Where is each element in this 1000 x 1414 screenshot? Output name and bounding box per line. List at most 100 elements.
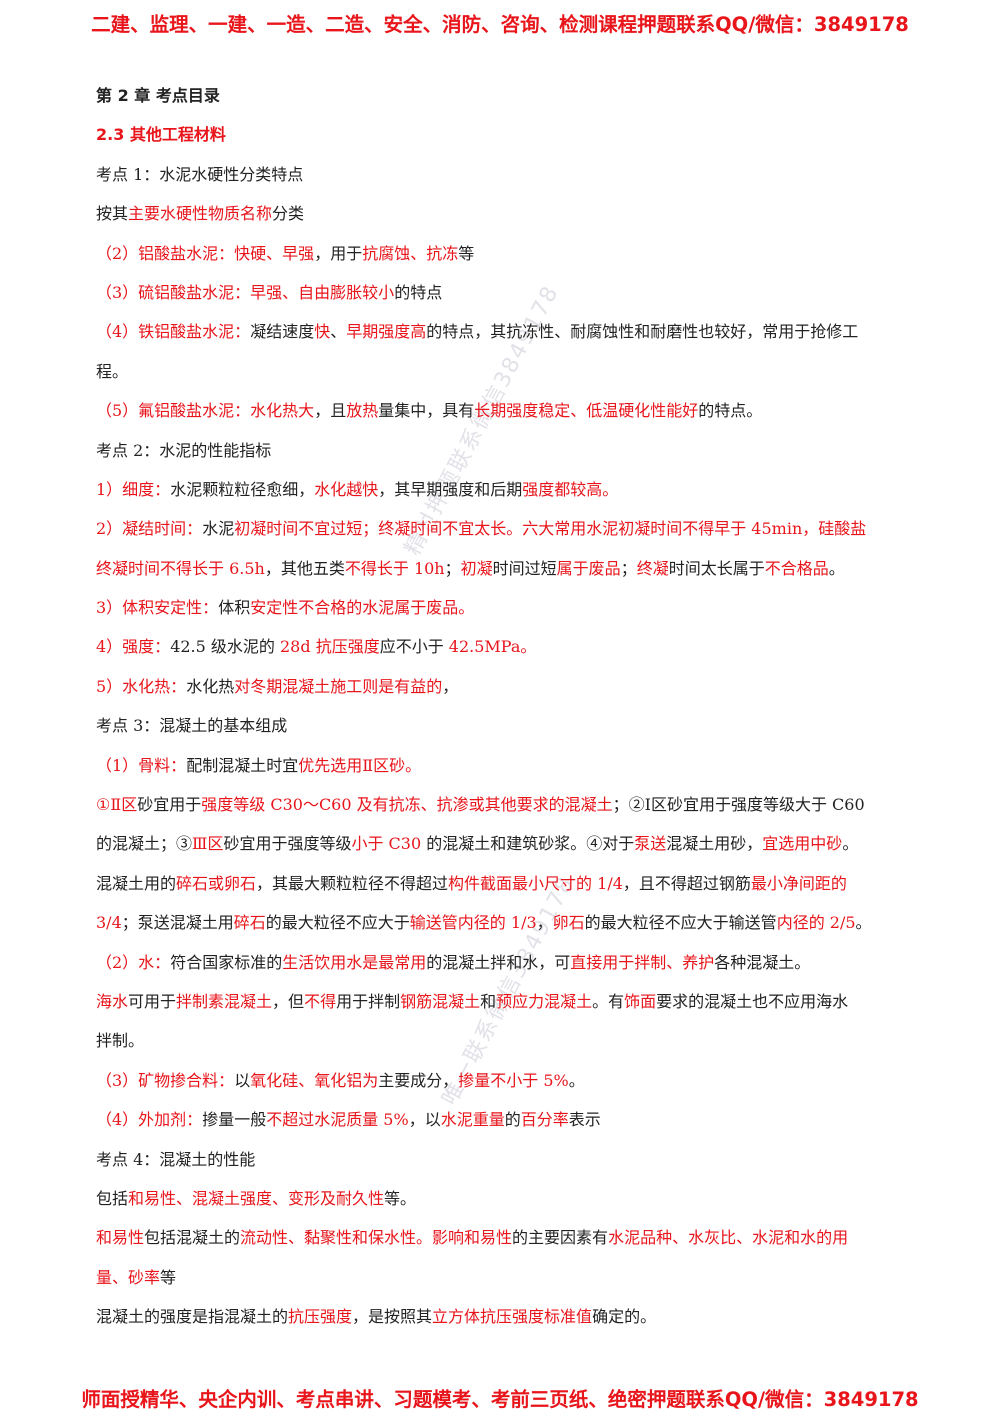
highlighted-text: 抗压强度 bbox=[288, 1307, 353, 1327]
text-segment: 等 bbox=[458, 243, 475, 263]
text-segment: 水化热 bbox=[186, 676, 235, 696]
text-segment: 以 bbox=[234, 1070, 251, 1090]
highlighted-text: 不超过水泥质量 5% bbox=[266, 1110, 409, 1130]
highlighted-text: 和易性 bbox=[96, 1228, 145, 1248]
highlighted-text: 流动性、黏聚性和保水性。影响和易性 bbox=[240, 1228, 513, 1248]
text-line: 混凝土的强度是指混凝土的抗压强度，是按照其立方体抗压强度标准值确定的。 bbox=[96, 1297, 936, 1336]
text-segment: ，但 bbox=[272, 991, 305, 1011]
text-segment: 包括混凝土的 bbox=[144, 1228, 241, 1248]
highlighted-text: 初凝 bbox=[460, 558, 493, 578]
text-segment: ，其他五类 bbox=[264, 558, 345, 578]
highlighted-text: 属于废品 bbox=[556, 558, 621, 578]
highlighted-text: 3/4 bbox=[96, 913, 122, 933]
text-segment: 第 2 章 考点目录 bbox=[96, 86, 220, 105]
text-segment: 时间过短 bbox=[492, 558, 557, 578]
highlighted-text: 终凝 bbox=[636, 558, 669, 578]
highlighted-text: （3）矿物掺合料： bbox=[96, 1070, 235, 1090]
highlighted-text: 2）凝结时间： bbox=[96, 519, 203, 539]
highlighted-text: 不合格品 bbox=[764, 558, 829, 578]
text-segment: ，用于 bbox=[314, 243, 363, 263]
highlighted-text: 内径的 2/5 bbox=[776, 913, 856, 933]
highlighted-text: 2.3 其他工程材料 bbox=[96, 125, 226, 145]
highlighted-text: 放热 bbox=[346, 401, 379, 421]
text-line: 和易性包括混凝土的流动性、黏聚性和保水性。影响和易性的主要因素有水泥品种、水灰比… bbox=[96, 1218, 936, 1257]
highlighted-text: 宜选用中砂 bbox=[762, 834, 843, 854]
text-segment: 的特点，其抗冻性、耐腐蚀性和耐磨性也较好，常用于抢修工 bbox=[426, 322, 859, 342]
highlighted-text: 快 bbox=[314, 322, 331, 342]
highlighted-text: 拌制素混凝土 bbox=[176, 991, 273, 1011]
text-segment: 考点 1：水泥水硬性分类特点 bbox=[96, 164, 304, 184]
highlighted-text: 抗腐蚀、抗冻 bbox=[362, 243, 459, 263]
highlighted-text: 强度都较高。 bbox=[522, 479, 619, 499]
text-line: 程。 bbox=[96, 352, 936, 391]
highlighted-text: 1）细度： bbox=[96, 479, 171, 499]
highlighted-text: 最小净间距的 bbox=[750, 873, 847, 893]
text-line: 包括和易性、混凝土强度、变形及耐久性等。 bbox=[96, 1179, 936, 1218]
text-segment: 的特点 bbox=[394, 282, 443, 302]
text-line: 混凝土用的碎石或卵石，其最大颗粒粒径不得超过构件截面最小尺寸的 1/4，且不得超… bbox=[96, 864, 936, 903]
text-segment: 水泥 bbox=[202, 519, 235, 539]
text-segment: ；②Ⅰ区砂宜用于强度等级大于 C60 bbox=[612, 795, 865, 815]
text-segment: 考点 2：水泥的性能指标 bbox=[96, 440, 272, 460]
chapter-heading: 第 2 章 考点目录 bbox=[96, 76, 936, 115]
text-line: 海水可用于拌制素混凝土，但不得用于拌制钢筋混凝土和预应力混凝土。有饰面要求的混凝… bbox=[96, 982, 936, 1021]
highlighted-text: 5）水化热： bbox=[96, 676, 187, 696]
text-segment: 用于拌制 bbox=[336, 991, 401, 1011]
highlighted-text: （3）硫铝酸盐水泥：早强、自由膨胀较小 bbox=[96, 282, 395, 302]
document-body: 第 2 章 考点目录 2.3 其他工程材料考点 1：水泥水硬性分类特点按其主要水硬… bbox=[96, 76, 936, 1337]
text-segment: 。有 bbox=[592, 991, 625, 1011]
text-segment: 和 bbox=[480, 991, 497, 1011]
text-segment: ，且不得超过钢筋 bbox=[622, 873, 751, 893]
highlighted-text: （2）铝酸盐水泥：快硬、早强 bbox=[96, 243, 315, 263]
highlighted-text: 掺量不小于 5% bbox=[458, 1070, 569, 1090]
text-segment: 等 bbox=[160, 1267, 177, 1287]
highlighted-text: 42.5MPa。 bbox=[448, 637, 537, 657]
text-line: ①Ⅱ区砂宜用于强度等级 C30～C60 及有抗冻、抗渗或其他要求的混凝土；②Ⅰ区… bbox=[96, 785, 936, 824]
text-segment: ，且 bbox=[314, 401, 347, 421]
highlighted-text: 终凝时间不得长于 6.5h bbox=[96, 558, 265, 578]
highlighted-text: （4）外加剂： bbox=[96, 1110, 203, 1130]
highlighted-text: 饰面 bbox=[624, 991, 657, 1011]
text-segment: 主要成分， bbox=[378, 1070, 459, 1090]
highlighted-text: 预应力混凝土 bbox=[496, 991, 593, 1011]
highlighted-text: 对冬期混凝土施工则是有益的 bbox=[234, 676, 443, 696]
text-segment: 。 bbox=[568, 1070, 585, 1090]
text-segment: 42.5 级水泥的 bbox=[170, 637, 280, 657]
section-heading: 2.3 其他工程材料 bbox=[96, 115, 936, 154]
text-segment: 拌制。 bbox=[96, 1031, 145, 1051]
highlighted-text: 构件截面最小尺寸的 1/4 bbox=[448, 873, 623, 893]
highlighted-text: （1）骨料： bbox=[96, 755, 187, 775]
highlighted-text: 优先选用Ⅱ区砂。 bbox=[298, 755, 422, 775]
highlighted-text: 28d 抗压强度 bbox=[280, 637, 380, 657]
highlighted-text: 水泥重量 bbox=[440, 1110, 505, 1130]
text-segment: 混凝土的强度是指混凝土的 bbox=[96, 1307, 289, 1327]
text-line: （2）铝酸盐水泥：快硬、早强，用于抗腐蚀、抗冻等 bbox=[96, 234, 936, 273]
text-segment: 的最大粒径不应大于输送管 bbox=[584, 913, 777, 933]
text-segment: 混凝土用的 bbox=[96, 873, 177, 893]
highlighted-text: 立方体抗压强度标准值 bbox=[432, 1307, 593, 1327]
text-line: 2）凝结时间：水泥初凝时间不宜过短；终凝时间不宜太长。六大常用水泥初凝时间不得早… bbox=[96, 509, 936, 548]
text-line: 按其主要水硬性物质名称分类 bbox=[96, 194, 936, 233]
text-segment: 时间太长属于 bbox=[668, 558, 765, 578]
header-banner: 二建、监理、一建、一造、二造、安全、消防、咨询、检测课程押题联系QQ/微信：38… bbox=[91, 13, 909, 36]
highlighted-text: 不得 bbox=[304, 991, 337, 1011]
text-segment: ， bbox=[442, 676, 459, 696]
text-segment: 。 bbox=[842, 834, 859, 854]
highlighted-text: 海水 bbox=[96, 991, 129, 1011]
text-line: 量、砂率等 bbox=[96, 1258, 936, 1297]
highlighted-text: （2）水： bbox=[96, 952, 171, 972]
highlighted-text: 碎石 bbox=[233, 913, 266, 933]
highlighted-text: 小于 C30 bbox=[351, 834, 422, 854]
highlighted-text: ①Ⅱ区 bbox=[96, 795, 138, 815]
text-segment: 砂宜用于 bbox=[137, 795, 202, 815]
highlighted-text: 早期强度高 bbox=[346, 322, 427, 342]
text-segment: 符合国家标准的 bbox=[170, 952, 283, 972]
text-segment: 考点 4：混凝土的性能 bbox=[96, 1149, 256, 1169]
text-line: （5）氟铝酸盐水泥：水化热大，且放热量集中，具有长期强度稳定、低温硬化性能好的特… bbox=[96, 391, 936, 430]
text-segment: 表示 bbox=[568, 1110, 601, 1130]
text-segment: 的主要因素有 bbox=[512, 1228, 609, 1248]
text-line: （4）外加剂：掺量一般不超过水泥质量 5%，以水泥重量的百分率表示 bbox=[96, 1100, 936, 1139]
highlighted-text: （5）氟铝酸盐水泥：水化热大 bbox=[96, 401, 315, 421]
text-line: （4）铁铝酸盐水泥：凝结速度快、早期强度高的特点，其抗冻性、耐腐蚀性和耐磨性也较… bbox=[96, 312, 936, 351]
text-segment: 、 bbox=[330, 322, 347, 342]
